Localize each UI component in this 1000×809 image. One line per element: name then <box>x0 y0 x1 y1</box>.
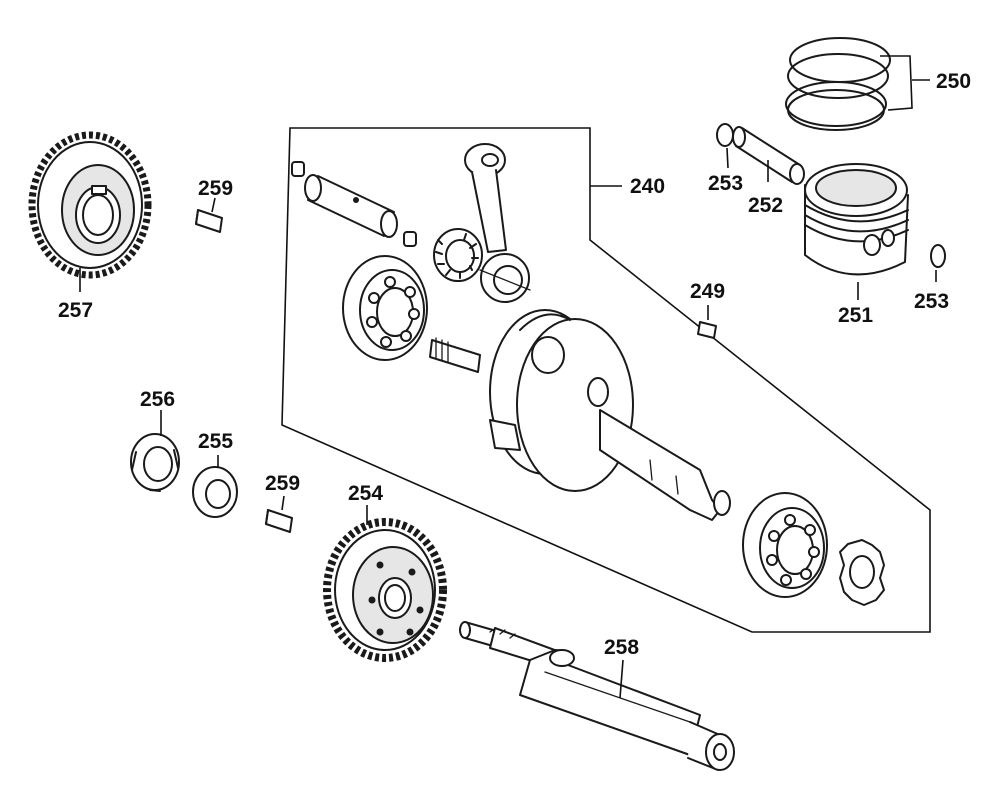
washer-255 <box>192 455 238 518</box>
part-label-255: 255 <box>198 430 233 453</box>
circlip-253-right <box>930 244 946 282</box>
part-label-259: 259 <box>265 472 300 495</box>
assembly-240-boundary <box>281 127 931 633</box>
piston-251 <box>804 163 909 300</box>
part-label-257: 257 <box>58 299 93 322</box>
balancer-shaft-258 <box>459 621 735 771</box>
sprocket-right <box>839 539 885 606</box>
crankshaft <box>429 309 731 521</box>
key-259-bottom <box>265 495 293 533</box>
nut-256 <box>130 410 180 492</box>
circlip-253-left <box>716 123 734 169</box>
key-259-top <box>195 197 223 233</box>
part-label-252: 252 <box>748 194 783 217</box>
part-label-250: 250 <box>936 70 971 93</box>
part-label-256: 256 <box>140 388 175 411</box>
connecting-rod <box>464 143 531 303</box>
part-label-258: 258 <box>604 636 639 659</box>
piston-pin-252 <box>732 126 805 185</box>
bearing-right <box>742 492 828 598</box>
part-label-253: 253 <box>914 290 949 313</box>
key-249 <box>697 305 717 339</box>
part-label-240: 240 <box>630 175 665 198</box>
crankpin-set <box>291 161 417 247</box>
piston-rings-250 <box>785 37 930 131</box>
part-label-259: 259 <box>198 177 233 200</box>
bearing-left <box>342 255 428 361</box>
part-label-254: 254 <box>348 482 383 505</box>
part-label-253: 253 <box>708 172 743 195</box>
part-label-249: 249 <box>690 280 725 303</box>
gear-254 <box>323 505 447 662</box>
gear-257 <box>28 131 152 292</box>
part-label-251: 251 <box>838 304 873 327</box>
needle-bearing <box>433 228 483 282</box>
